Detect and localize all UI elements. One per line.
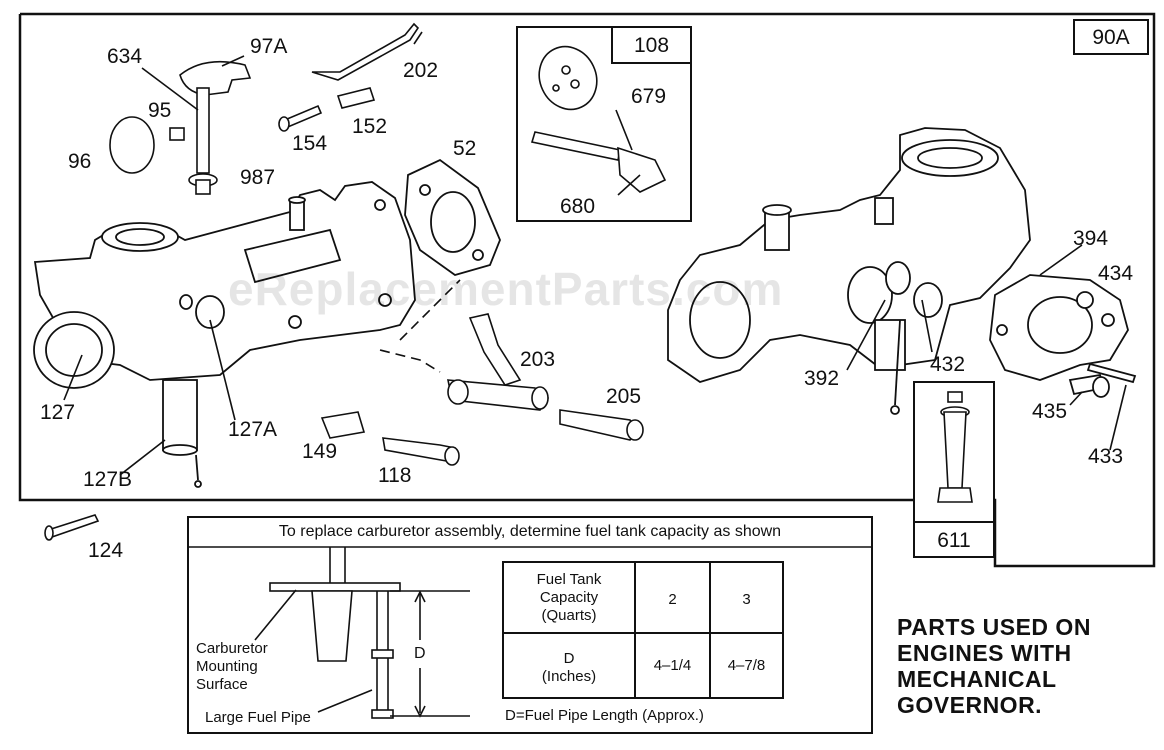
part-label-205: 205: [606, 385, 642, 408]
part-label-680: 680: [560, 195, 596, 218]
part-label-124: 124: [88, 539, 124, 562]
inset-611-drawing: [937, 391, 973, 503]
inset-108-id: 108: [633, 34, 670, 57]
diagram-id: 90A: [1092, 26, 1130, 49]
linkage-parts-drawing: [44, 279, 644, 541]
part-label-127A: 127A: [228, 418, 278, 441]
part-label-202: 202: [403, 59, 439, 82]
part-label-127B: 127B: [83, 468, 133, 491]
inset-611-id: 611: [937, 529, 971, 552]
part-label-127: 127: [40, 401, 76, 424]
left-carburetor-drawing: [33, 181, 416, 488]
table-header-d: D (Inches): [541, 650, 597, 685]
part-label-987: 987: [240, 166, 276, 189]
d-dimension-label: D: [414, 645, 426, 662]
part-label-152: 152: [352, 115, 388, 138]
part-label-435: 435: [1032, 400, 1068, 423]
part-label-52: 52: [453, 137, 477, 160]
mechanical-governor-note: PARTS USED ON ENGINES WITH MECHANICAL GO…: [897, 614, 1091, 718]
watermark: eReplacementParts.com: [228, 263, 784, 315]
part-label-432: 432: [930, 353, 966, 376]
mount-label-line2: Mounting: [196, 658, 258, 675]
table-cell-d-2: 4–7/8: [727, 657, 766, 674]
part-label-634: 634: [107, 45, 143, 68]
part-label-149: 149: [302, 440, 338, 463]
instruction-title: To replace carburetor assembly, determin…: [278, 523, 782, 540]
table-cell-capacity-2: 3: [742, 591, 751, 608]
large-fuel-pipe-label: Large Fuel Pipe: [205, 709, 311, 726]
part-label-154: 154: [292, 132, 328, 155]
part-label-118: 118: [378, 464, 412, 487]
part-label-203: 203: [520, 348, 556, 371]
gasket-52-drawing: [404, 158, 501, 276]
part-label-95: 95: [148, 99, 172, 122]
mounting-illustration: [254, 547, 470, 719]
diagram-id-box: [1073, 19, 1149, 55]
footnote: D=Fuel Pipe Length (Approx.): [505, 707, 704, 724]
inset-108-id-box: [611, 26, 692, 64]
table-header-capacity: Fuel Tank Capacity (Quarts): [536, 571, 602, 624]
part-label-392: 392: [804, 367, 840, 390]
inset-108-drawing: [530, 45, 667, 193]
throttle-parts-drawing: [109, 22, 423, 195]
table-cell-d-1: 4–1/4: [653, 657, 692, 674]
mount-label-line1: Carburetor: [196, 640, 268, 657]
leader-lines: [63, 55, 1127, 476]
instruction-box: [187, 516, 873, 734]
part-label-97A: 97A: [250, 35, 288, 58]
part-label-433: 433: [1088, 445, 1124, 468]
part-label-679: 679: [631, 85, 667, 108]
mount-label-line3: Surface: [196, 676, 248, 693]
pump-cover-drawing: [989, 274, 1137, 398]
part-label-96: 96: [68, 150, 92, 173]
table-cell-capacity-1: 2: [668, 591, 677, 608]
part-label-394: 394: [1073, 227, 1109, 250]
main-frame: [18, 12, 1156, 568]
part-label-434: 434: [1098, 262, 1134, 285]
capacity-table-grid: [502, 561, 784, 699]
